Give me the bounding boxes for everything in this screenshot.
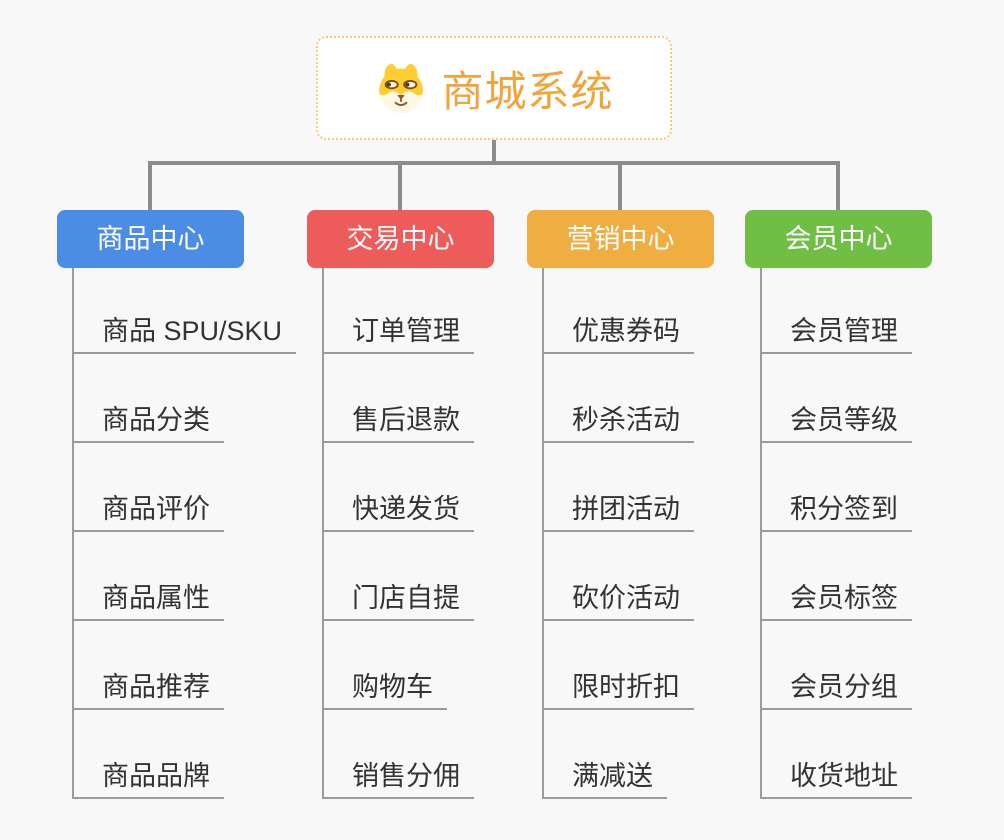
leaf-node-points-checkin[interactable]: 积分签到 — [760, 484, 912, 532]
leaf-node-bargain-activity[interactable]: 砍价活动 — [542, 573, 694, 621]
leaf-node-shipping-address[interactable]: 收货地址 — [760, 751, 912, 799]
leaf-node-order-management[interactable]: 订单管理 — [322, 306, 474, 354]
leaf-node-member-level[interactable]: 会员等级 — [760, 395, 912, 443]
connector-drop-member — [836, 161, 840, 210]
branch-column-marketing: 优惠券码 秒杀活动 拼团活动 砍价活动 限时折扣 满减送 — [542, 268, 802, 808]
connector-drop-product — [148, 161, 152, 210]
connector-root-stem — [492, 140, 496, 165]
leaf-node-flash-sale[interactable]: 秒杀活动 — [542, 395, 694, 443]
branch-column-member: 会员管理 会员等级 积分签到 会员标签 会员分组 收货地址 — [760, 268, 1004, 808]
leaf-node-express-delivery[interactable]: 快递发货 — [322, 484, 474, 532]
branch-node-trade-center[interactable]: 交易中心 — [307, 210, 494, 268]
leaf-node-member-group[interactable]: 会员分组 — [760, 662, 912, 710]
leaf-node-product-spu-sku[interactable]: 商品 SPU/SKU — [72, 306, 297, 354]
root-node-title: 商城系统 — [441, 67, 614, 115]
leaf-node-coupon-code[interactable]: 优惠券码 — [542, 306, 694, 354]
leaf-node-sales-commission[interactable]: 销售分佣 — [322, 751, 474, 799]
branch-column-trade: 订单管理 售后退款 快递发货 门店自提 购物车 销售分佣 — [322, 268, 582, 808]
leaf-node-full-reduction[interactable]: 满减送 — [542, 751, 667, 799]
connector-column-line — [72, 268, 74, 799]
branch-column-product: 商品 SPU/SKU 商品分类 商品评价 商品属性 商品推荐 商品品牌 — [72, 268, 332, 808]
leaf-node-shopping-cart[interactable]: 购物车 — [322, 662, 447, 710]
branch-node-member-center[interactable]: 会员中心 — [745, 210, 932, 268]
connector-drop-marketing — [618, 161, 622, 210]
leaf-node-store-pickup[interactable]: 门店自提 — [322, 573, 474, 621]
branch-node-product-center[interactable]: 商品中心 — [57, 210, 244, 268]
leaf-node-product-review[interactable]: 商品评价 — [72, 484, 224, 532]
connector-rail — [148, 161, 840, 165]
leaf-node-limited-time-discount[interactable]: 限时折扣 — [542, 662, 694, 710]
dog-face-icon — [379, 63, 424, 114]
leaf-node-product-recommend[interactable]: 商品推荐 — [72, 662, 224, 710]
leaf-node-group-buy[interactable]: 拼团活动 — [542, 484, 694, 532]
leaf-node-product-attribute[interactable]: 商品属性 — [72, 573, 224, 621]
connector-column-line — [322, 268, 324, 799]
root-node-mall-system[interactable]: 商城系统 — [316, 36, 672, 140]
connector-drop-trade — [398, 161, 402, 210]
branch-node-marketing-center[interactable]: 营销中心 — [527, 210, 714, 268]
connector-column-line — [542, 268, 544, 799]
connector-column-line — [760, 268, 762, 799]
leaf-node-product-brand[interactable]: 商品品牌 — [72, 751, 224, 799]
leaf-node-member-management[interactable]: 会员管理 — [760, 306, 912, 354]
leaf-node-after-sales-refund[interactable]: 售后退款 — [322, 395, 474, 443]
leaf-node-member-tag[interactable]: 会员标签 — [760, 573, 912, 621]
leaf-node-product-category[interactable]: 商品分类 — [72, 395, 224, 443]
